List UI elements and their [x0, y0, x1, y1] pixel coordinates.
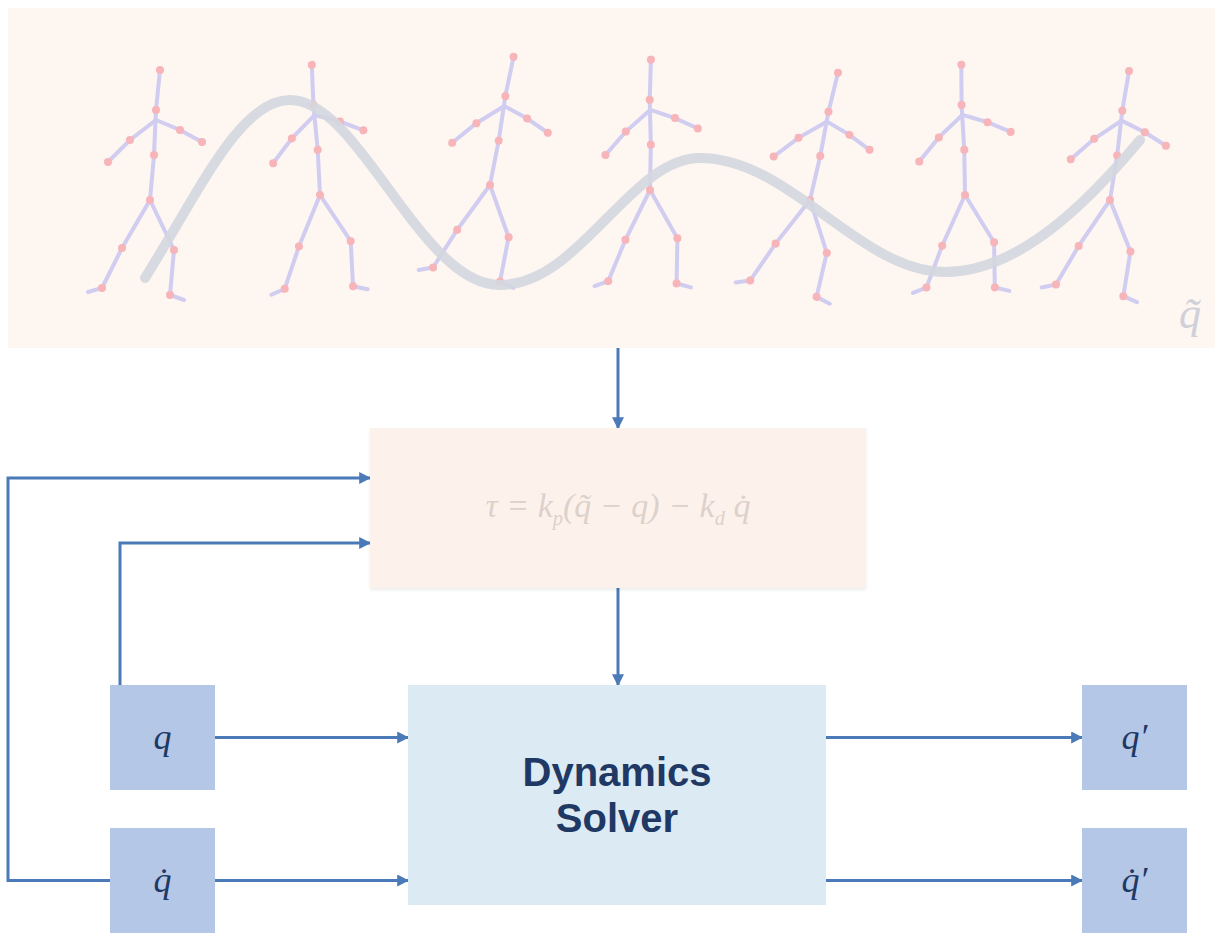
- trajectory-curve: [145, 100, 1140, 285]
- node-label: q′: [1122, 717, 1148, 758]
- connector-arrow: [120, 543, 370, 685]
- connector-arrow: [617, 588, 620, 685]
- pd-controller-box: τ = kp(q̃ − q) − kd q̇: [370, 428, 866, 588]
- state-box: q̇: [110, 828, 215, 933]
- connector-arrow: [8, 478, 370, 881]
- band-ground: [8, 8, 1215, 348]
- connector-arrow: [215, 879, 408, 882]
- node-label: q̇: [154, 860, 172, 901]
- node-label: τ = kp(q̃ − q) − kd q̇: [486, 486, 751, 530]
- state-box: q: [110, 685, 215, 790]
- state-box: q′: [1082, 685, 1187, 790]
- connector-arrow: [826, 879, 1082, 882]
- motion-reference-band: q̃: [8, 8, 1215, 348]
- node-label: q̃: [1179, 289, 1201, 340]
- connector-arrow: [617, 348, 620, 428]
- node-label: q̇′: [1122, 860, 1148, 901]
- connector-arrow: [826, 736, 1082, 739]
- connector-arrow: [215, 736, 408, 739]
- stick-figures: [88, 45, 1175, 307]
- process-box: Dynamics Solver: [408, 685, 826, 905]
- node-label: q: [154, 717, 172, 758]
- node-label: Dynamics Solver: [487, 749, 747, 841]
- state-box: q̇′: [1082, 828, 1187, 933]
